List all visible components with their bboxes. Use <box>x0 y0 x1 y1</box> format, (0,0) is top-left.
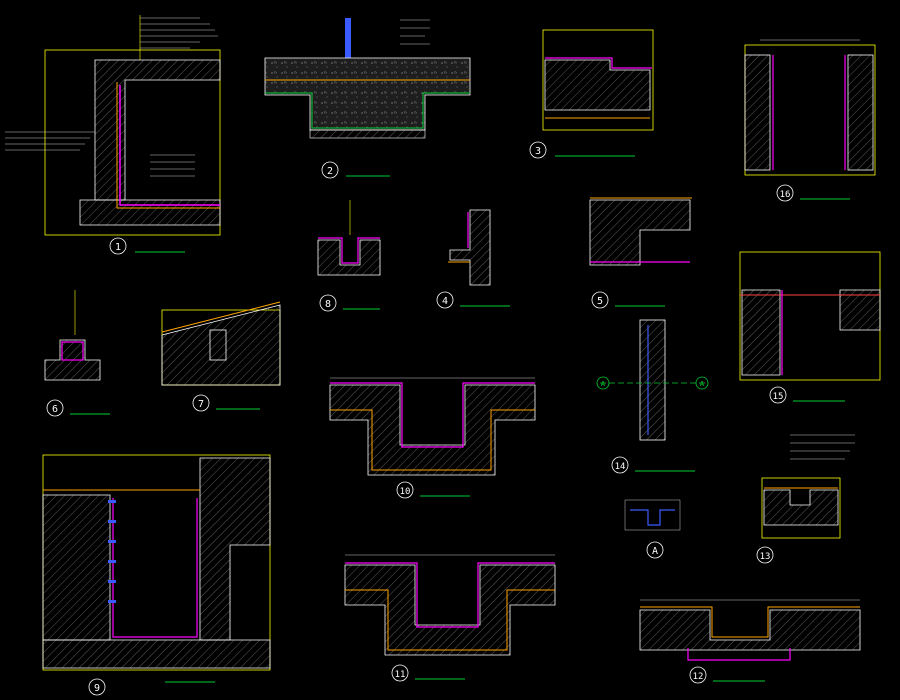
detail-7: 7 <box>161 301 281 412</box>
section-marker-icon <box>596 376 610 390</box>
detail-7-number: 7 <box>198 399 204 410</box>
detail-marker-icon <box>321 161 339 179</box>
detail-11-number: 11 <box>395 670 406 680</box>
detail-12-number: 12 <box>693 672 704 682</box>
detail-13-number: 13 <box>760 552 771 562</box>
detail-marker-icon <box>646 541 664 559</box>
detail-2-number: 2 <box>327 166 333 177</box>
detail-10: 10 <box>329 377 536 499</box>
detail-12: 12 <box>639 599 861 684</box>
detail-15: 15 <box>739 251 881 404</box>
detail-1: 1 <box>5 15 221 255</box>
detail-9-number: 9 <box>94 683 100 694</box>
detail-2: 2 <box>264 18 471 179</box>
detail-15-number: 15 <box>773 392 784 402</box>
detail-A: A <box>624 499 681 559</box>
detail-14: A A 14 <box>596 319 709 474</box>
detail-marker-icon <box>611 456 629 474</box>
detail-marker-icon <box>769 386 787 404</box>
detail-marker-icon <box>88 678 106 696</box>
detail-14-number: 14 <box>615 462 626 472</box>
detail-marker-icon <box>46 399 64 417</box>
detail-11: 11 <box>344 554 556 682</box>
detail-marker-icon <box>436 291 454 309</box>
detail-3-number: 3 <box>535 146 541 157</box>
detail-6-number: 6 <box>52 404 58 415</box>
detail-marker-icon <box>396 481 414 499</box>
detail-marker-icon <box>391 664 409 682</box>
detail-16: 16 <box>744 39 876 202</box>
detail-6: 6 <box>44 290 110 417</box>
detail-marker-icon <box>319 294 337 312</box>
detail-5-number: 5 <box>597 296 603 307</box>
detail-8-number: 8 <box>325 299 331 310</box>
detail-4: 4 <box>436 209 510 309</box>
detail-3: 3 <box>529 29 654 159</box>
detail-9: 9 <box>42 454 271 696</box>
section-marker-icon <box>695 376 709 390</box>
detail-marker-icon <box>689 666 707 684</box>
detail-5: 5 <box>589 197 692 309</box>
detail-marker-icon <box>109 237 127 255</box>
detail-marker-icon <box>529 141 547 159</box>
detail-13: 13 <box>756 434 855 564</box>
section-marker-left: A <box>601 380 606 388</box>
detail-marker-icon <box>591 291 609 309</box>
detail-8: 8 <box>317 200 381 312</box>
section-marker-right: A <box>700 380 705 388</box>
detail-A-number: A <box>652 546 658 557</box>
detail-marker-icon <box>776 184 794 202</box>
detail-10-number: 10 <box>400 487 411 497</box>
detail-marker-icon <box>756 546 774 564</box>
detail-1-number: 1 <box>115 242 121 253</box>
detail-1-frame <box>44 49 221 236</box>
detail-16-number: 16 <box>780 190 791 200</box>
detail-4-number: 4 <box>442 296 448 307</box>
detail-marker-icon <box>192 394 210 412</box>
